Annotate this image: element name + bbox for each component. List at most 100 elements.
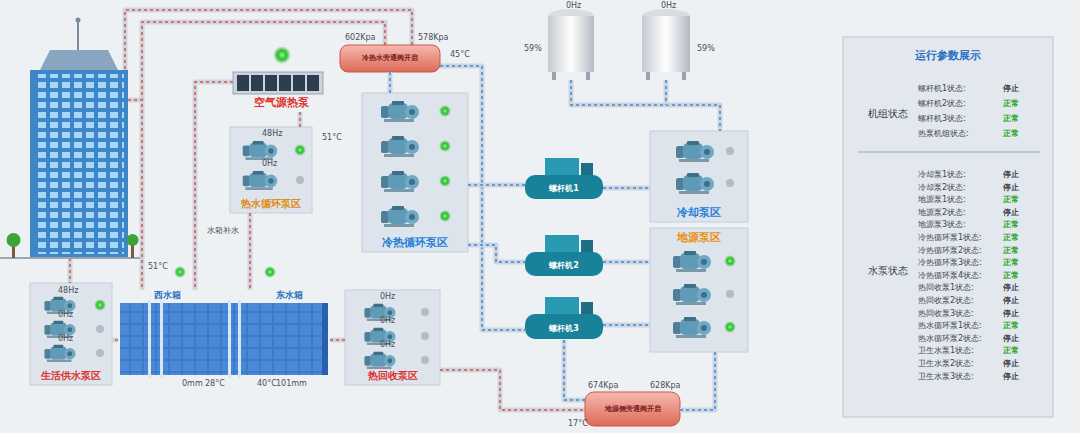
status-cell: 热回收泵2状态: (918, 296, 974, 305)
status-cell: 机组状态 (868, 108, 908, 120)
status-cell: 热水循环泵2状态: (918, 334, 982, 343)
status-cell: 停止 (1003, 296, 1019, 305)
reading-label: 0Hz (566, 1, 581, 10)
status-cell: 正常 (1003, 129, 1019, 138)
pipe-connector (468, 185, 525, 186)
status-cell: 螺杆机3状态: (918, 114, 966, 123)
status-cell: 地源泵3状态: (918, 220, 966, 229)
pump-zone: 热回收泵区 (345, 290, 440, 385)
node-text: 热水循环泵区 (241, 198, 301, 210)
pump-zone: 冷却泵区 (650, 131, 748, 222)
reading-label: 101mm (276, 379, 307, 388)
status-cell: 卫生水泵3状态: (918, 372, 974, 381)
reading-label: 674Kpa (588, 381, 619, 390)
status-cell: 停止 (1003, 334, 1019, 343)
screw-chiller: 螺杆机1 (525, 158, 603, 200)
reading-label: 578Kpa (418, 33, 449, 42)
status-cell: 冷热循环泵4状态: (918, 271, 982, 280)
reading-label: 17°C (568, 419, 588, 428)
reading-label: 51°C (322, 133, 342, 142)
reading-label: 0Hz (661, 1, 676, 10)
water-tank: 西水箱东水箱 (118, 290, 330, 378)
node-text: 螺杆机2 (549, 261, 579, 271)
reading-label: 0Hz (58, 310, 73, 319)
status-cell: 正常 (1003, 321, 1019, 330)
status-cell: 卫生水泵1状态: (918, 346, 974, 355)
status-cell: 螺杆机2状态: (918, 99, 966, 108)
reading-label: 45°C (450, 50, 470, 59)
status-cell: 正常 (1003, 271, 1019, 280)
status-cell: 热泵机组状态: (918, 129, 969, 138)
pipe-connector (603, 262, 650, 263)
node-text: 生活供水泵区 (41, 370, 101, 382)
reading-label: 0Hz (380, 316, 395, 325)
status-cell: 正常 (1003, 114, 1019, 123)
screw-chiller: 螺杆机3 (525, 297, 603, 340)
status-cell: 冷热循环泵1状态: (918, 233, 982, 242)
heat-pump-unit: 空气源热泵 (228, 66, 335, 112)
node-text: 地源泵区 (677, 231, 721, 244)
screw-chiller: 螺杆机2 (525, 235, 603, 277)
status-cell: 卫生水泵2状态: (918, 359, 974, 368)
status-cell: 水泵状态 (868, 265, 908, 277)
reading-label: 48Hz (58, 286, 78, 295)
reading-label: 59% (697, 44, 715, 53)
node-text: 西水箱 (154, 290, 181, 300)
status-cell: 热回收泵3状态: (918, 309, 974, 318)
reading-label: 0mm (182, 379, 203, 388)
node-text: 地源侧旁通阀开启 (605, 405, 661, 413)
status-cell: 停止 (1003, 309, 1019, 318)
reading-label: 0Hz (380, 292, 395, 301)
status-cell: 螺杆机1状态: (918, 84, 966, 93)
status-cell: 停止 (1003, 84, 1019, 93)
pipe-connector (300, 112, 301, 127)
status-cell: 热水循环泵1状态: (918, 321, 982, 330)
pipe-connector (390, 72, 391, 93)
status-cell: 正常 (1003, 346, 1019, 355)
status-cell: 冷热循环泵2状态: (918, 246, 982, 255)
header-vessel: 地源侧旁通阀开启 (585, 392, 680, 426)
reading-label: 0Hz (262, 159, 277, 168)
node-text: 热回收泵区 (368, 370, 418, 382)
reading-label: 40°C (257, 379, 277, 388)
pump-zone: 地源泵区 (650, 228, 748, 352)
reading-label: 59% (524, 44, 542, 53)
pipe-connector (330, 340, 345, 341)
status-cell: 停止 (1003, 359, 1019, 368)
pump-zone: 冷热循环泵区 (362, 93, 468, 252)
status-cell: 正常 (1003, 99, 1019, 108)
status-cell: 停止 (1003, 170, 1019, 179)
pipe-connector (112, 340, 118, 341)
status-cell: 停止 (1003, 208, 1019, 217)
status-cell: 正常 (1003, 246, 1019, 255)
reading-label: 0Hz (380, 340, 395, 349)
pipe-connector (250, 213, 251, 290)
pipe-connector (680, 352, 715, 410)
status-cell: 冷却泵1状态: (918, 170, 966, 179)
status-cell: 正常 (1003, 258, 1019, 267)
header-vessel: 冷热水旁通阀开启 (340, 45, 440, 72)
status-cell: 地源泵2状态: (918, 208, 966, 217)
node-text: 空气源热泵 (254, 96, 309, 109)
status-cell: 正常 (1003, 220, 1019, 229)
node-text: 螺杆机1 (549, 184, 579, 194)
status-cell: 停止 (1003, 183, 1019, 192)
status-cell: 冷热循环泵3状态: (918, 258, 982, 267)
status-cell: 正常 (1003, 195, 1019, 204)
node-text: 运行参数展示 (915, 49, 981, 62)
status-cell: 冷却泵2状态: (918, 183, 966, 192)
pipe-connector (603, 325, 650, 326)
status-cell: 停止 (1003, 372, 1019, 381)
pipe-connector (468, 245, 525, 262)
pipe-connector (603, 188, 650, 189)
status-cell: 停止 (1003, 283, 1019, 292)
reading-label: 48Hz (262, 129, 282, 138)
node-text: 螺杆机3 (549, 324, 579, 334)
node-text: 冷却泵区 (677, 206, 721, 219)
node-text: 冷热水旁通阀开启 (362, 54, 418, 62)
reading-label: 0Hz (58, 334, 73, 343)
status-cell: 热回收泵1状态: (918, 283, 974, 292)
status-cell: 地源泵1状态: (918, 195, 966, 204)
reading-label: 602Kpa (345, 33, 376, 42)
